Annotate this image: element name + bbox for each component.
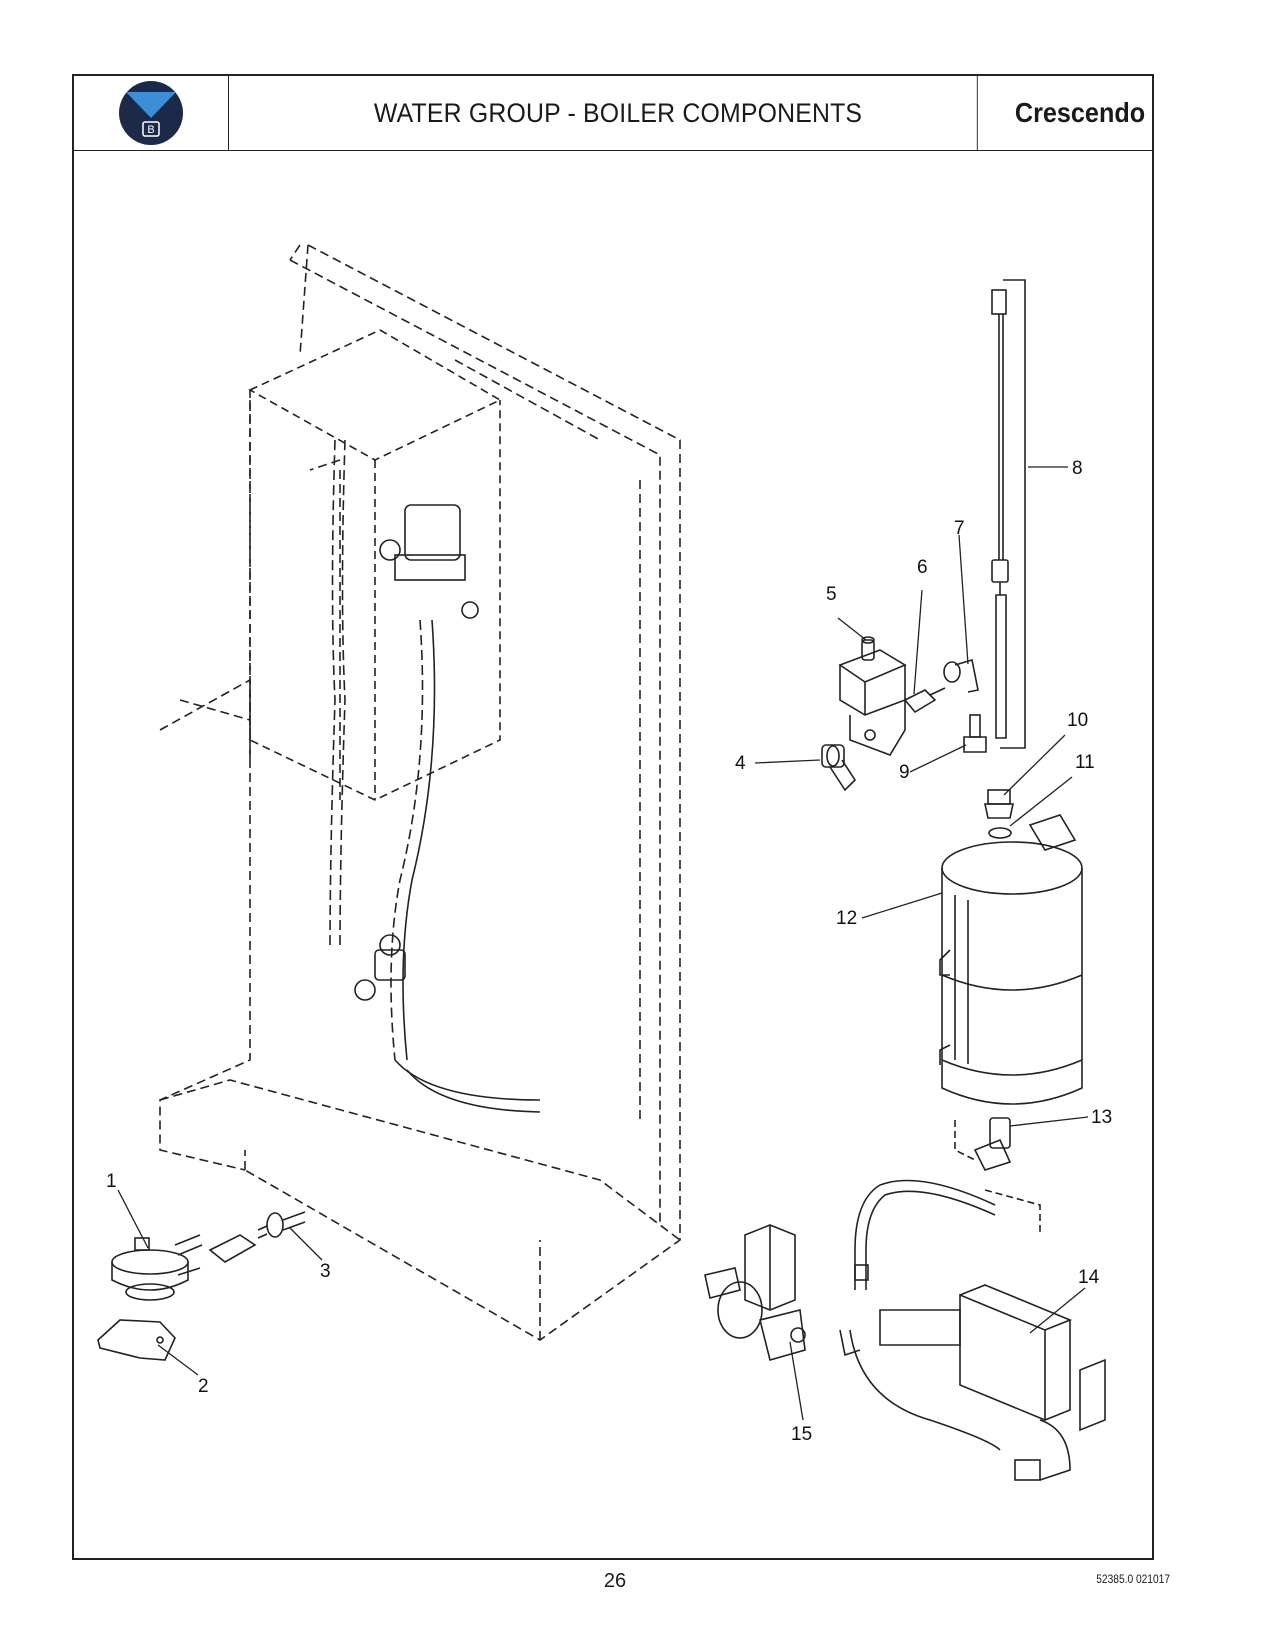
callout-8: 8 [1072, 458, 1083, 479]
document-number: 52385.0 021017 [1096, 1572, 1170, 1586]
part-11-o-ring [988, 827, 1012, 839]
model-name: Crescendo [1014, 97, 1146, 128]
brand-logo: B [74, 76, 229, 150]
part-2-bracket [97, 1319, 176, 1361]
internal-tubing [329, 439, 541, 1113]
callout-12: 12 [836, 908, 857, 929]
callout-9: 9 [899, 762, 910, 783]
callout-2: 2 [198, 1376, 209, 1397]
part-9-nipple [963, 714, 987, 753]
internal-valve-lower [354, 934, 406, 1001]
page-number: 26 [603, 1570, 627, 1592]
part-6-fitting [903, 687, 946, 714]
callout-6: 6 [917, 557, 928, 578]
part-10-fitting [984, 789, 1014, 819]
callout-13: 13 [1091, 1107, 1112, 1128]
part-5-solenoid-valve [838, 636, 907, 756]
internal-valve-upper [379, 504, 479, 619]
part-7-elbow [943, 658, 979, 693]
part-12-boiler [939, 814, 1083, 1105]
title-block: B WATER GROUP - BOILER COMPONENTS Cresce… [74, 76, 1152, 151]
logo-letter: B [147, 124, 154, 136]
callout-3: 3 [320, 1261, 331, 1282]
part-1-pressure-switch [111, 1234, 203, 1301]
callout-15: 15 [791, 1424, 812, 1445]
callout-numbers: 1 2 3 4 5 6 7 8 9 10 11 12 13 14 15 [106, 458, 1112, 1445]
part-13-outlet-fitting [954, 1117, 1041, 1235]
leader-lines [117, 466, 1089, 1421]
callout-4: 4 [735, 753, 746, 774]
part-4-elbow-fitting [821, 744, 857, 792]
part-3-fitting [208, 1211, 306, 1263]
callout-7: 7 [954, 518, 965, 539]
chassis-outline [159, 244, 681, 1341]
part-15-inlet-valve [704, 1224, 806, 1361]
boiler-tank-outline [248, 329, 502, 801]
brand-logo-icon: B [119, 81, 183, 145]
callout-11: 11 [1075, 752, 1095, 773]
callout-10: 10 [1067, 710, 1088, 731]
part-14-pump [839, 1179, 1106, 1481]
callout-5: 5 [826, 584, 837, 605]
callout-14: 14 [1078, 1267, 1100, 1288]
page-frame: B WATER GROUP - BOILER COMPONENTS Cresce… [72, 74, 1154, 1560]
part-8-level-probe [991, 279, 1026, 749]
callout-1: 1 [106, 1171, 117, 1192]
page-title: WATER GROUP - BOILER COMPONENTS [259, 76, 978, 150]
